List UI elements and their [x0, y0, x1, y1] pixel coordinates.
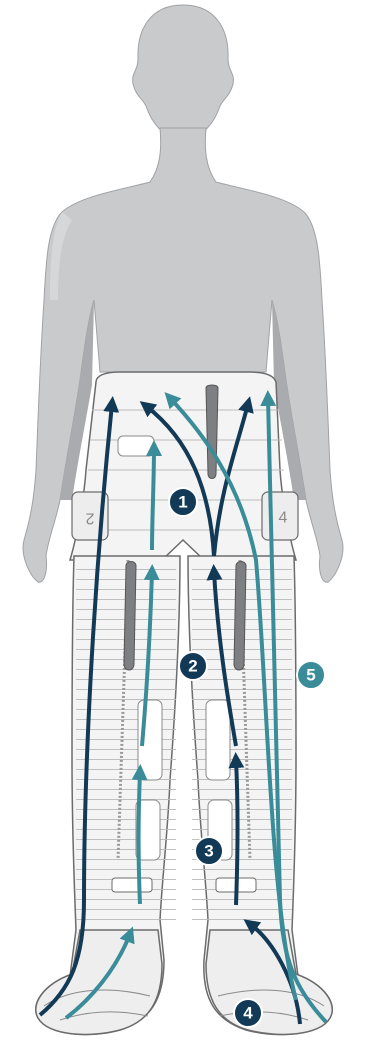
- right-hip-number: 4: [279, 510, 288, 527]
- left-hip-number: 2: [85, 510, 94, 527]
- left-foot: [36, 930, 162, 1034]
- badge-5: 5: [297, 661, 325, 689]
- left-zipper-grip: [124, 562, 136, 671]
- waist-zipper-grip: [206, 385, 218, 479]
- badge-4-label: 4: [243, 1004, 253, 1023]
- arrow-right-lower-dark: [236, 760, 238, 905]
- badge-1-label: 1: [178, 493, 187, 512]
- right-zipper-grip: [234, 562, 246, 671]
- badge-4: 4: [234, 999, 262, 1027]
- head: [133, 5, 234, 140]
- badge-3-label: 3: [204, 842, 213, 861]
- badge-2: 2: [179, 652, 207, 680]
- badge-2-label: 2: [188, 657, 197, 676]
- arrow-left-hip-teal: [152, 448, 154, 550]
- badge-5-label: 5: [306, 666, 315, 685]
- arrow-left-lower-teal: [139, 772, 141, 904]
- badge-1: 1: [169, 488, 197, 516]
- badge-3: 3: [195, 837, 223, 865]
